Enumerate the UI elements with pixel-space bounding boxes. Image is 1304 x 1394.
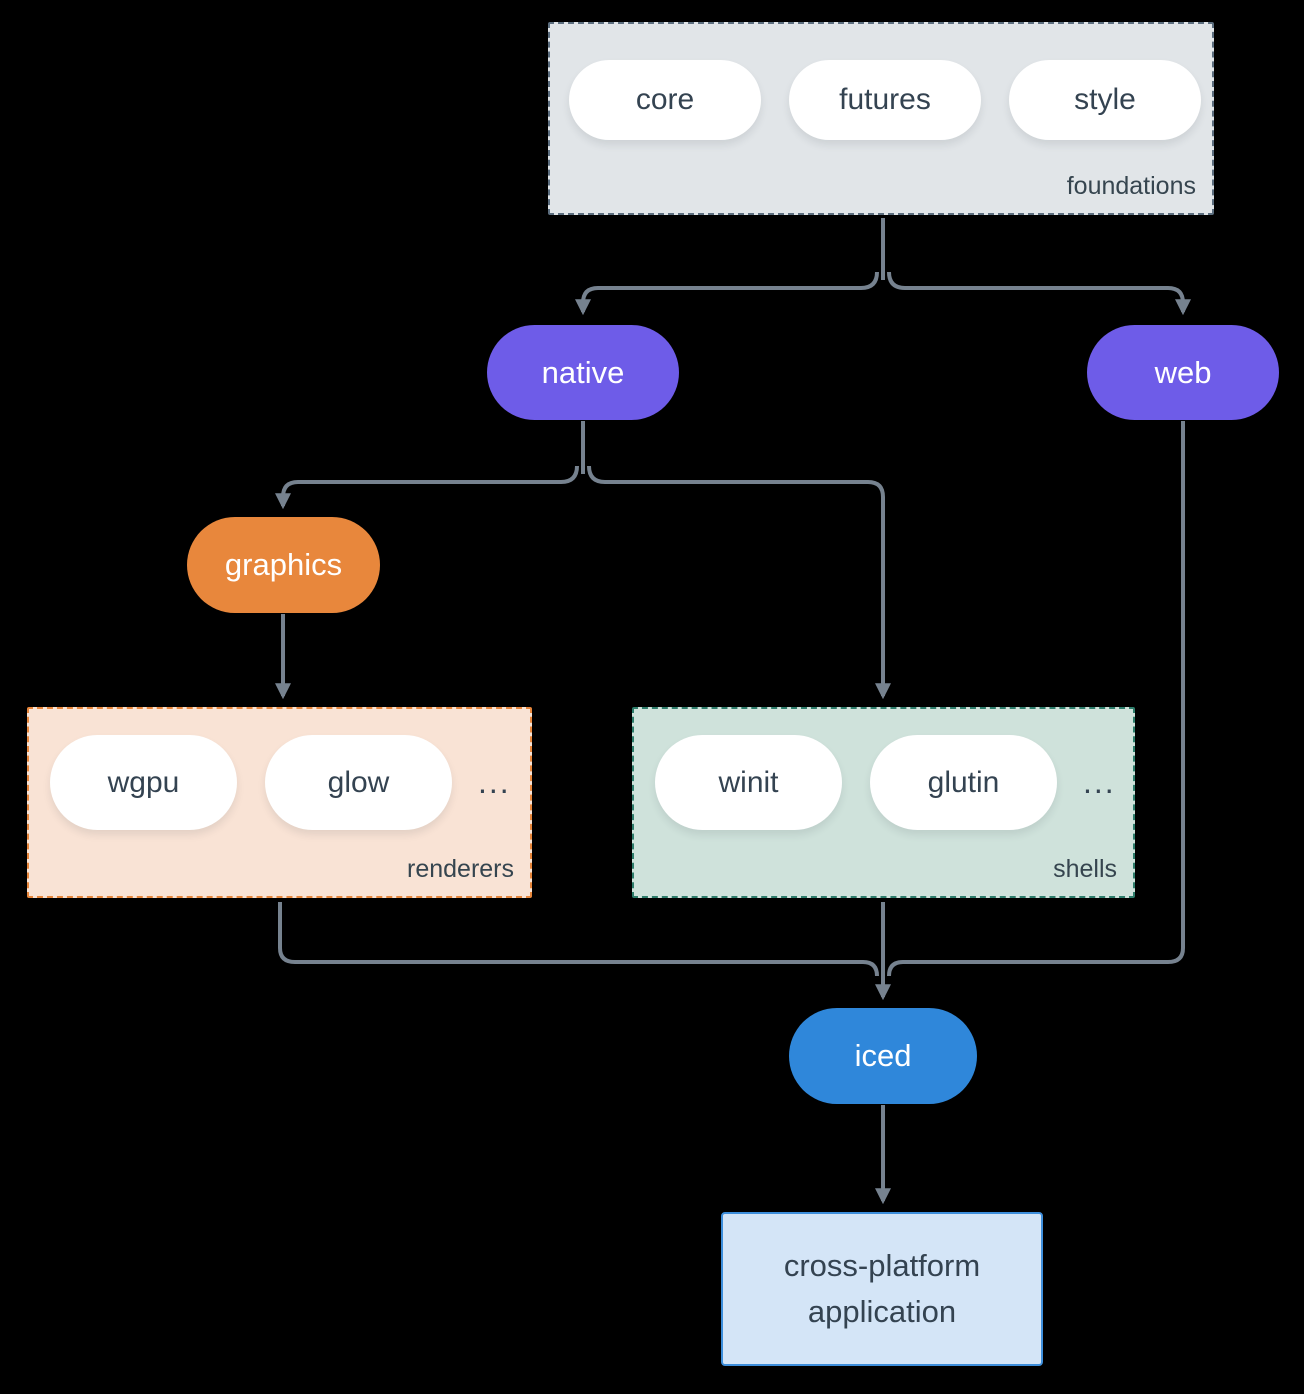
- shells-ellipsis: ...: [1083, 764, 1116, 800]
- edge-renderers-to-merge: [278, 902, 879, 977]
- renderers-pill-row: wgpu glow ...: [50, 735, 511, 830]
- foundations-pill-row: core futures style: [569, 60, 1201, 140]
- node-iced-pill: iced: [789, 1008, 977, 1104]
- edge-foundations-to-native: [575, 271, 879, 316]
- node-glutin-pill: glutin: [870, 735, 1057, 830]
- foundations-label: foundations: [1066, 172, 1196, 200]
- renderers-ellipsis: ...: [478, 764, 511, 800]
- node-core-pill: core: [569, 60, 761, 140]
- node-graphics-pill: graphics: [187, 517, 380, 613]
- edge-foundations-to-web: [887, 271, 1191, 316]
- node-native-pill: native: [487, 325, 679, 420]
- node-winit-pill: winit: [655, 735, 842, 830]
- renderers-label: renderers: [407, 855, 514, 883]
- node-glow-pill: glow: [265, 735, 452, 830]
- shells-label: shells: [1053, 855, 1117, 883]
- foundations-group-box: core futures style foundations: [548, 22, 1214, 215]
- shells-pill-row: winit glutin ...: [655, 735, 1116, 830]
- cross-platform-application-box: cross-platform application: [721, 1212, 1043, 1366]
- shells-group-box: winit glutin ... shells: [632, 707, 1135, 898]
- edge-web-to-merge: [887, 421, 1185, 977]
- node-wgpu-pill: wgpu: [50, 735, 237, 830]
- renderers-group-box: wgpu glow ... renderers: [27, 707, 532, 898]
- edge-native-to-shells: [587, 465, 891, 700]
- edge-native-to-graphics: [275, 465, 579, 510]
- node-web-pill: web: [1087, 325, 1279, 420]
- node-style-pill: style: [1009, 60, 1201, 140]
- node-futures-pill: futures: [789, 60, 981, 140]
